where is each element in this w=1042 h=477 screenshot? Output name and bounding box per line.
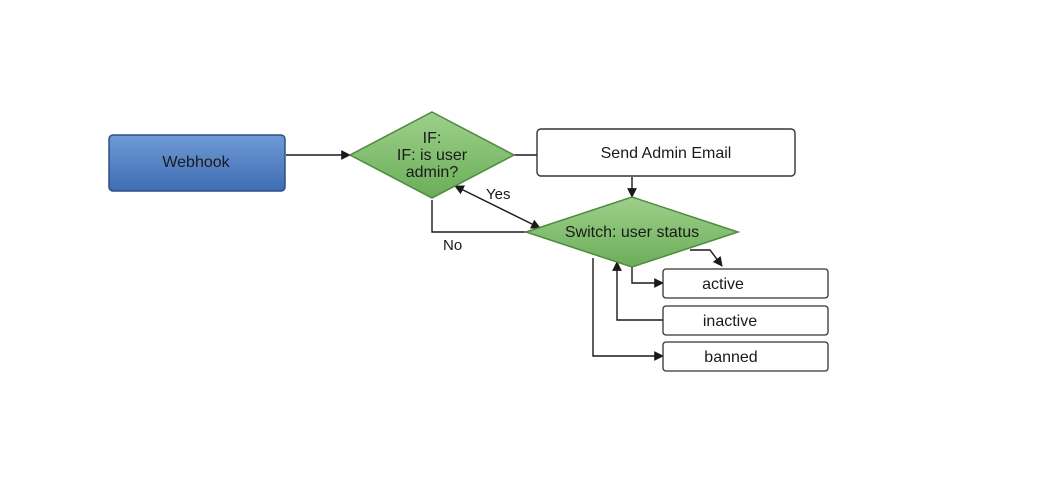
edge-label-no: No: [443, 237, 462, 254]
node-send-admin-email[interactable]: Send Admin Email: [536, 128, 796, 177]
node-send-admin-email-label: Send Admin Email: [601, 145, 732, 162]
node-switch-label: Switch: user status: [565, 224, 699, 241]
node-switch-decision[interactable]: Switch: user status: [523, 196, 741, 268]
edge-switch-to-banned: [592, 258, 664, 361]
node-if-decision[interactable]: IF: IF: is user admin?: [348, 111, 516, 199]
node-if-line-1: IF:: [423, 130, 442, 147]
node-active-label: active: [702, 276, 744, 293]
node-if-line-3: admin?: [406, 164, 459, 181]
edge-inactive-to-switch: [612, 261, 663, 321]
node-if-line-2: IF: is user: [397, 147, 468, 164]
node-webhook[interactable]: Webhook: [108, 134, 286, 192]
edge-yes-bidirectional: [454, 185, 541, 229]
node-banned-label: banned: [704, 349, 757, 366]
edge-switch-to-active: [631, 266, 664, 288]
edge-label-yes: Yes: [486, 186, 510, 203]
edge-no: [431, 200, 528, 233]
edge-switch-loop: [690, 249, 723, 267]
node-webhook-label: Webhook: [162, 154, 230, 171]
node-inactive-label: inactive: [703, 313, 757, 330]
node-banned[interactable]: banned: [662, 341, 829, 372]
node-active[interactable]: active: [662, 268, 829, 299]
node-inactive[interactable]: inactive: [662, 305, 829, 336]
